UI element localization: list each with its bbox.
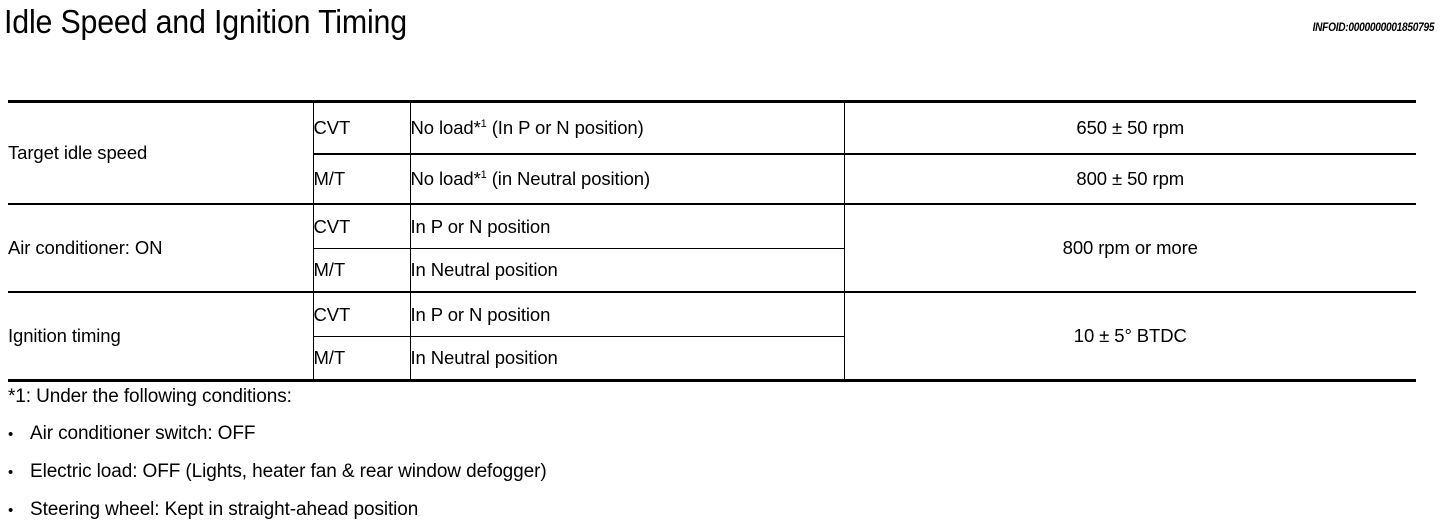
footnote-marker: 1 [480,168,487,181]
value-cell: 800 ± 50 rpm [843,154,1416,205]
value-cell: 800 rpm or more [843,204,1416,293]
description-text: No load* [410,117,481,138]
table-row: Ignition timing CVT In P or N position 1… [8,292,1416,382]
description-cell: In P or N position [409,292,844,337]
bullet-icon: • [8,426,14,443]
description-text-cont: (in Neutral position) [486,168,651,189]
table-row: M/T No load*1 (in Neutral position) 800 … [8,154,1416,205]
description-cell: In Neutral position [409,336,844,382]
table-row: Air conditioner: ON CVT In P or N positi… [8,204,1416,293]
row-label-target-idle-speed: Target idle speed [8,100,313,205]
row-label-ignition-timing: Ignition timing [8,292,313,382]
specification-table: Target idle speed CVT No load*1 (In P or… [8,100,1416,382]
bullet-icon: • [8,502,14,519]
footnote-intro: *1: Under the following conditions: [8,386,292,407]
transmission-cell: M/T [312,154,410,205]
transmission-cell: CVT [312,204,410,249]
description-text-cont: (In P or N position) [486,117,644,138]
transmission-cell: CVT [312,100,410,155]
footnote-marker: 1 [480,117,487,130]
page-title: Idle Speed and Ignition Timing [4,3,407,40]
value-cell: 650 ± 50 rpm [843,100,1416,155]
footnote-item: • Steering wheel: Kept in straight-ahead… [8,491,1008,529]
footnote-item-label: Air conditioner switch: OFF [30,423,256,444]
transmission-cell: CVT [312,292,410,337]
footnote-item: • Air conditioner switch: OFF [8,415,1008,453]
description-cell: In P or N position [409,204,844,249]
bullet-icon: • [8,464,14,481]
table-row: M/T In Neutral position [8,336,1416,382]
footnote-item: • Electric load: OFF (Lights, heater fan… [8,453,1008,491]
footnote-item-label: Electric load: OFF (Lights, heater fan &… [30,461,547,482]
infoid-label: INFOID:0000000001850795 [1312,22,1434,34]
description-cell: No load*1 (in Neutral position) [409,154,844,205]
row-label-air-conditioner-on: Air conditioner: ON [8,204,313,293]
description-cell: No load*1 (In P or N position) [409,100,844,155]
value-cell: 10 ± 5° BTDC [843,292,1416,382]
description-text: No load* [410,168,481,189]
transmission-cell: M/T [312,336,410,382]
transmission-cell: M/T [312,248,410,293]
footnote-item-label: Steering wheel: Kept in straight-ahead p… [30,499,419,520]
footnotes-block: *1: Under the following conditions: • Ai… [8,378,1008,529]
table-row: M/T In Neutral position [8,248,1416,293]
table-row: Target idle speed CVT No load*1 (In P or… [8,100,1416,205]
description-cell: In Neutral position [409,248,844,293]
